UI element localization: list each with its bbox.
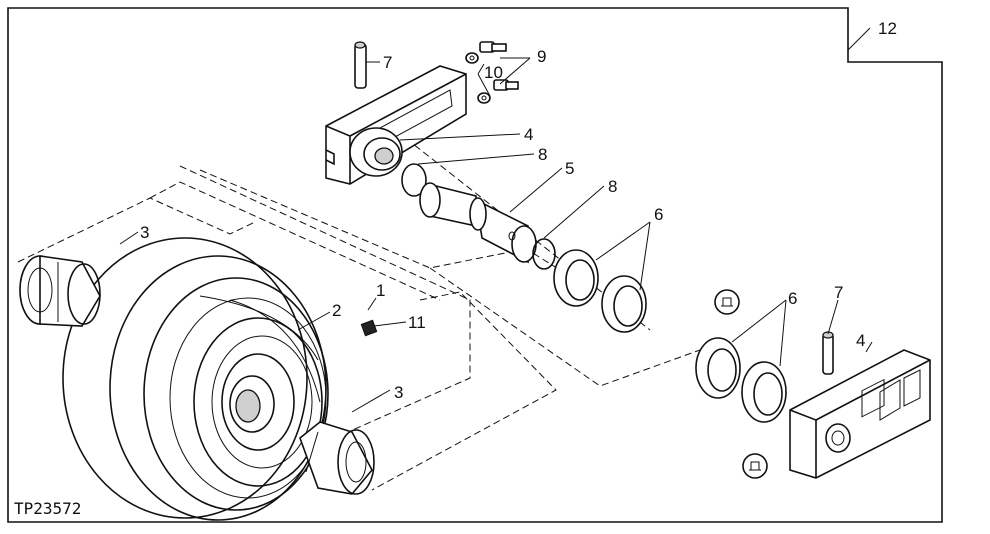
callout-6-lower: 6 [788, 289, 797, 308]
bushing-bottom [299, 421, 375, 495]
callout-3-top: 3 [140, 223, 149, 242]
leader-lines [119, 27, 873, 413]
seal-symbol-bottom-icon [742, 453, 768, 479]
idler-wheel [62, 237, 329, 521]
callout-12: 12 [878, 19, 897, 38]
pin-top [354, 41, 367, 89]
callout-8-top: 8 [538, 145, 547, 164]
callout-4-bottom: 4 [856, 331, 865, 350]
callout-8-lower: 8 [608, 177, 617, 196]
figure-frame [7, 7, 943, 523]
callout-9: 9 [537, 47, 546, 66]
callout-4-top: 4 [524, 125, 533, 144]
housing-top [325, 65, 467, 185]
callout-10: 10 [484, 63, 503, 82]
o-ring-lower [532, 238, 556, 270]
bushing-top [19, 255, 101, 327]
o-ring-top [401, 163, 427, 197]
callout-1: 1 [376, 281, 385, 300]
callout-7-bottom: 7 [834, 283, 843, 302]
callout-7-top: 7 [383, 53, 392, 72]
callout-6-upper: 6 [654, 205, 663, 224]
shaft [419, 182, 537, 264]
seal-pair-upper [553, 249, 647, 333]
callout-11: 11 [408, 313, 426, 332]
housing-bottom [789, 349, 931, 479]
screws-washers [465, 41, 519, 104]
callout-5: 5 [565, 159, 574, 178]
callout-2: 2 [332, 301, 341, 320]
seal-pair-lower [695, 337, 787, 423]
figure-code: TP23572 [14, 499, 81, 518]
seal-symbol-top-icon [714, 289, 740, 315]
callout-3-bottom: 3 [394, 383, 403, 402]
plug [360, 319, 378, 337]
pin-bottom [822, 331, 834, 375]
